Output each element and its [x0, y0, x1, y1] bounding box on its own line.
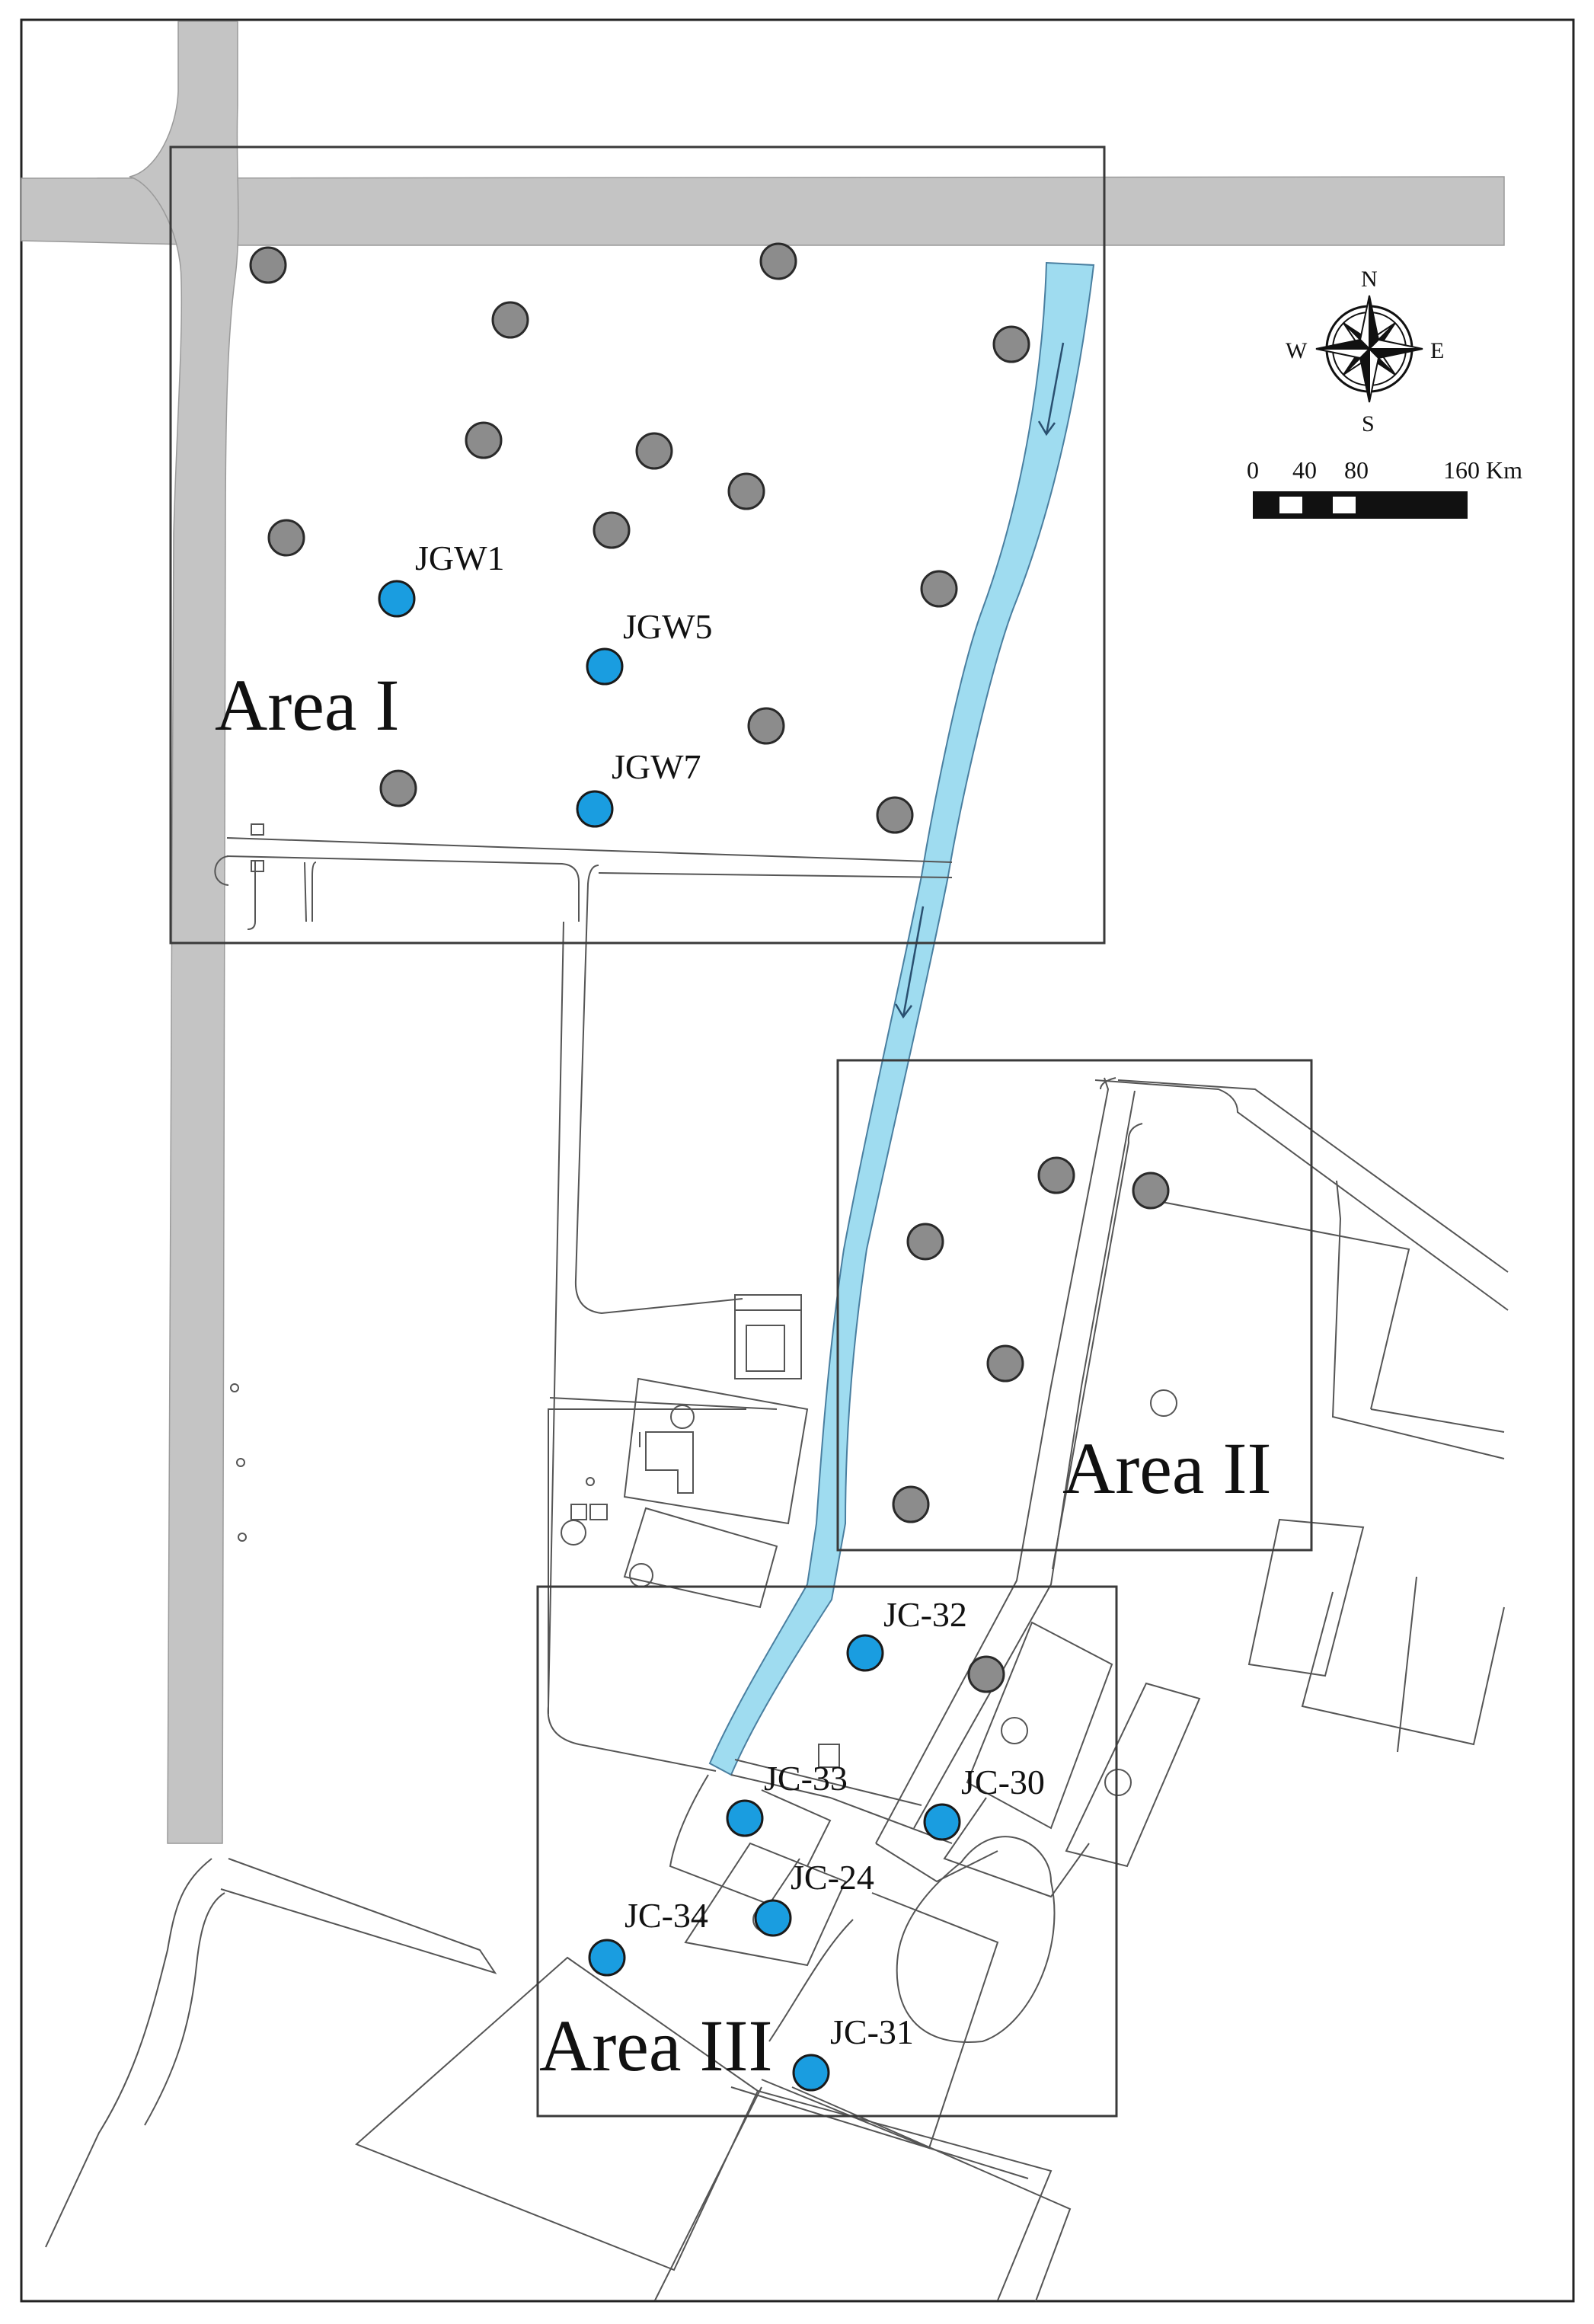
scale-tick-80: 80 [1344, 456, 1369, 484]
scale-bar: 0 40 80 160 Km [1247, 456, 1522, 519]
well-jc-31 [792, 2054, 830, 2092]
well-jgw1 [378, 580, 416, 618]
well-marker [906, 1223, 944, 1261]
well-marker [759, 242, 797, 280]
area-3-label: Area III [539, 2005, 772, 2086]
label-jgw7: JGW7 [612, 747, 701, 786]
well-jc-24 [754, 1899, 792, 1937]
well-labels: JGW1 JGW5 JGW7 JC-32 JC-33 JC-30 JC-24 J… [415, 539, 1045, 2051]
flow-arrow-1 [1045, 342, 1065, 435]
compass-rose: N S E W [1286, 267, 1444, 436]
flow-arrow-2 [902, 906, 925, 1018]
well-marker [635, 432, 673, 470]
area-labels: Area I Area II Area III [215, 664, 1271, 2086]
compass-w: W [1286, 338, 1308, 363]
well-jgw7 [576, 790, 614, 828]
scale-tick-0: 0 [1247, 456, 1259, 484]
compass-s: S [1362, 411, 1375, 436]
area-boxes [169, 145, 1313, 2118]
well-marker [992, 325, 1030, 363]
well-jc-32 [846, 1634, 884, 1672]
label-jc-32: JC-32 [883, 1595, 967, 1634]
well-jc-34 [588, 1939, 626, 1977]
well-marker [465, 421, 503, 459]
well-jgw5 [586, 647, 624, 686]
scale-tick-40: 40 [1292, 456, 1317, 484]
labeled-wells [378, 580, 961, 2092]
area-1-box [169, 145, 1106, 945]
well-marker [1037, 1156, 1075, 1194]
area-2-box [836, 1059, 1313, 1552]
scale-end-label: 160 Km [1443, 456, 1522, 484]
well-marker [249, 246, 287, 284]
unlabeled-wells [249, 242, 1170, 1693]
well-marker [892, 1485, 930, 1523]
compass-n: N [1361, 267, 1378, 292]
well-jc-30 [923, 1803, 961, 1841]
well-marker [876, 796, 914, 834]
well-marker [267, 519, 305, 557]
well-marker [593, 511, 631, 549]
well-marker [379, 769, 417, 807]
well-marker [1132, 1172, 1170, 1210]
well-marker [747, 707, 785, 745]
label-jc-24: JC-24 [791, 1858, 874, 1897]
compass-e: E [1430, 338, 1444, 363]
east-west-road [21, 176, 1505, 246]
label-jgw1: JGW1 [415, 539, 505, 577]
well-marker [920, 570, 958, 608]
map-frame [20, 18, 1575, 2303]
label-jc-34: JC-34 [625, 1896, 708, 1935]
label-jc-33: JC-33 [764, 1759, 848, 1798]
label-jgw5: JGW5 [623, 607, 713, 646]
well-marker [986, 1344, 1024, 1383]
north-south-road [129, 21, 239, 1844]
label-jc-30: JC-30 [961, 1763, 1045, 1801]
well-jc-33 [726, 1799, 764, 1837]
main-roads [21, 21, 1505, 1844]
well-marker [491, 301, 529, 339]
area-3-box [536, 1585, 1118, 2118]
area-2-label: Area II [1062, 1427, 1271, 1509]
well-marker [967, 1655, 1005, 1693]
label-jc-31: JC-31 [830, 2012, 914, 2051]
parcel-lines [45, 823, 1509, 2302]
well-marker [727, 472, 765, 510]
area-1-label: Area I [215, 664, 399, 746]
